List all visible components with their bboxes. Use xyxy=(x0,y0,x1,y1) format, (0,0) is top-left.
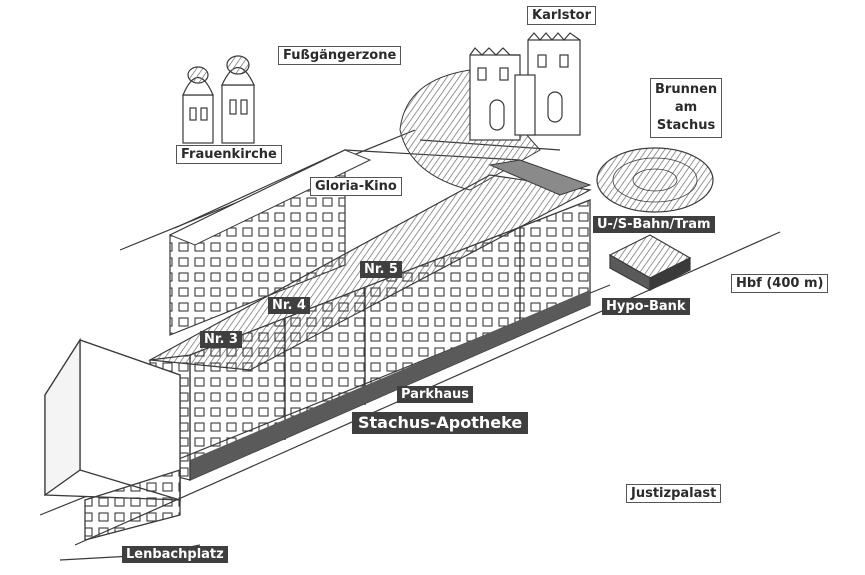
karlstor-gate xyxy=(469,32,581,141)
label-hypo-bank: Hypo-Bank xyxy=(602,298,690,315)
label-brunnen-line3: Stachus xyxy=(656,118,716,133)
label-u-s-bahn-tram: U-/S-Bahn/Tram xyxy=(593,216,715,233)
label-stachus-apotheke: Stachus-Apotheke xyxy=(352,412,529,434)
label-brunnen: Brunnen am Stachus xyxy=(650,78,723,138)
front-block xyxy=(44,337,181,541)
label-lenbachplatz: Lenbachplatz xyxy=(122,546,228,563)
label-fussgaengerzone: Fußgängerzone xyxy=(278,46,402,65)
frauenkirche-towers xyxy=(182,55,255,144)
label-brunnen-line1: Brunnen xyxy=(655,82,718,97)
label-nr3: Nr. 3 xyxy=(200,331,242,348)
label-brunnen-line2: am xyxy=(674,100,698,115)
brunnen-dome xyxy=(596,147,714,213)
label-nr4: Nr. 4 xyxy=(268,297,310,314)
ubahn-pavilion xyxy=(608,234,692,292)
label-justizpalast: Justizpalast xyxy=(626,484,722,503)
label-nr5: Nr. 5 xyxy=(360,261,402,278)
label-karlstor: Karlstor xyxy=(527,6,597,25)
label-hbf: Hbf (400 m) xyxy=(731,274,829,293)
label-gloria-kino: Gloria-Kino xyxy=(310,177,402,196)
rear-building xyxy=(168,149,372,336)
label-parkhaus: Parkhaus xyxy=(397,386,474,403)
label-frauenkirche: Frauenkirche xyxy=(176,145,282,164)
